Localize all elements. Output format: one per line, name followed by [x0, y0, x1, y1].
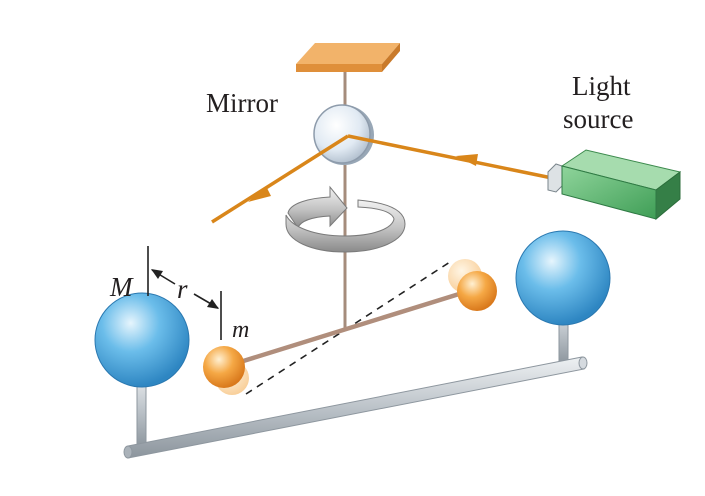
light-source-label-line2: source: [563, 104, 633, 134]
light-source-icon: [547, 149, 682, 221]
large-sphere-left: [94, 292, 190, 388]
large-mass-label: M: [109, 272, 134, 302]
support-frame: [123, 299, 588, 459]
rotation-arrow-icon: [285, 185, 406, 253]
ceiling-mount-icon: [296, 43, 400, 72]
distance-label: r: [177, 274, 188, 304]
distance-indicator: [147, 246, 222, 340]
mirror-label: Mirror: [206, 88, 278, 118]
reflected-light-beam: [211, 134, 349, 224]
mirror-icon: [313, 104, 374, 165]
light-source-label-line1: Light: [572, 71, 631, 101]
torsion-rod: [223, 287, 473, 370]
small-mass-label: m: [232, 317, 249, 343]
small-sphere-right: [457, 271, 497, 311]
small-sphere-left: [203, 346, 245, 388]
incoming-light-beam: [347, 134, 553, 180]
large-sphere-right: [515, 230, 611, 326]
